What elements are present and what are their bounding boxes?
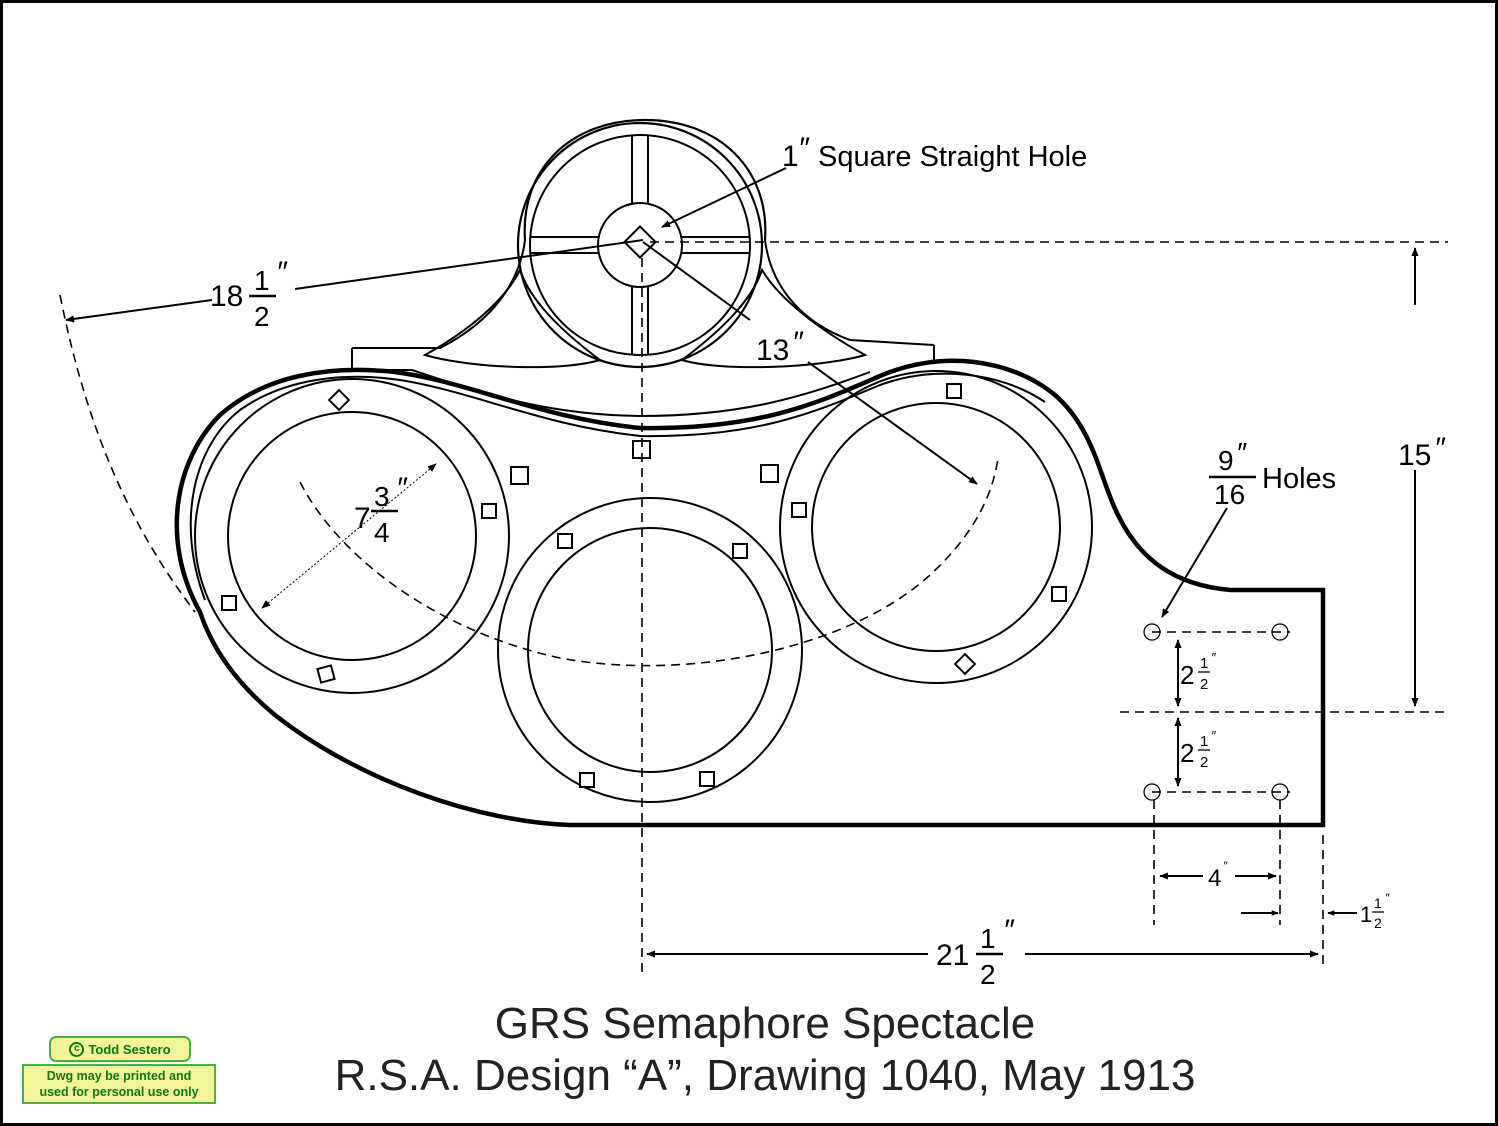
inch-mark: ″ [1236, 437, 1247, 468]
lens-left-opening [227, 411, 477, 661]
holes-label: Holes [1262, 463, 1336, 495]
width-num: 1 [980, 923, 996, 954]
radius-outer-num: 1 [254, 265, 270, 296]
hole-spacing-h: 4 [1208, 865, 1221, 892]
hole-spacing-v-den: 2 [1200, 676, 1208, 693]
hub-ring-inner [529, 134, 751, 356]
inch-mark: ″ [792, 326, 804, 359]
lens-dia-den: 4 [374, 517, 390, 548]
hub-cutout-left [422, 267, 603, 369]
radius-inner: 13 [756, 334, 789, 367]
radius-outer-den: 2 [254, 301, 270, 332]
holes-num: 9 [1218, 445, 1234, 476]
inch-mark: ″ [798, 132, 810, 165]
bolt-holes [221, 383, 1067, 788]
edge-offset-den: 2 [1374, 915, 1382, 931]
hub-web [351, 239, 935, 371]
lens-right-opening [811, 402, 1061, 652]
lens-right-frame [779, 370, 1093, 684]
radius-outer-whole: 18 [210, 280, 243, 313]
construction-lines [59, 241, 1448, 972]
usage-note: Dwg may be printed and used for personal… [22, 1064, 216, 1104]
edge-offset-num: 1 [1374, 895, 1382, 911]
holes-den: 16 [1214, 479, 1245, 510]
author-name: Todd Sestero [88, 1041, 171, 1057]
drawing-subtitle: R.S.A. Design “A”, Drawing 1040, May 191… [334, 1051, 1196, 1100]
outline-inner-edge [189, 372, 1046, 601]
inch-mark: ″ [1223, 859, 1228, 873]
hole-spacing-v-num: 1 [1200, 733, 1208, 750]
inch-mark: ″ [1211, 728, 1216, 743]
lens-left-frame [194, 378, 510, 694]
lens-dia-whole: 7 [354, 502, 371, 535]
hub-ring-outer [516, 121, 764, 369]
lens-center-opening [527, 527, 773, 773]
hub-cutout-right [679, 267, 868, 369]
usage-note-line: used for personal use only [39, 1085, 199, 1099]
inch-mark: ″ [1003, 914, 1015, 947]
copyright-badge: c Todd Sestero [49, 1036, 191, 1062]
inch-mark: ″ [1434, 432, 1446, 465]
inch-mark: ″ [276, 256, 288, 289]
inch-mark: ″ [396, 472, 408, 505]
edge-offset-whole: 1 [1360, 902, 1372, 927]
lens-dia-num: 3 [374, 481, 390, 512]
copyright-icon: c [69, 1041, 85, 1057]
usage-note-line: Dwg may be printed and [46, 1069, 192, 1083]
inch-mark: ″ [1211, 650, 1216, 665]
hub-web-lower [411, 369, 871, 418]
height-dim: 15 [1398, 439, 1431, 472]
drawing-title: GRS Semaphore Spectacle [494, 999, 1036, 1048]
dimension-lines [65, 167, 1419, 958]
inch-mark: ″ [1385, 891, 1390, 905]
spectacle-outline [174, 358, 1326, 828]
hole-spacing-v-whole: 2 [1180, 660, 1194, 690]
square-hole-label: Square Straight Hole [818, 141, 1087, 173]
hub-spokes [530, 135, 750, 355]
lens-diameter-line [261, 463, 437, 609]
width-whole: 21 [936, 939, 969, 972]
hole-spacing-v-whole: 2 [1180, 738, 1194, 768]
hole-spacing-v-den: 2 [1200, 754, 1208, 771]
lens-center-frame [497, 497, 803, 803]
width-den: 2 [980, 959, 996, 990]
square-hole-size: 1 [782, 140, 799, 173]
hole-spacing-v-num: 1 [1200, 655, 1208, 672]
hub-boss [597, 202, 683, 288]
square-hole [623, 225, 657, 259]
